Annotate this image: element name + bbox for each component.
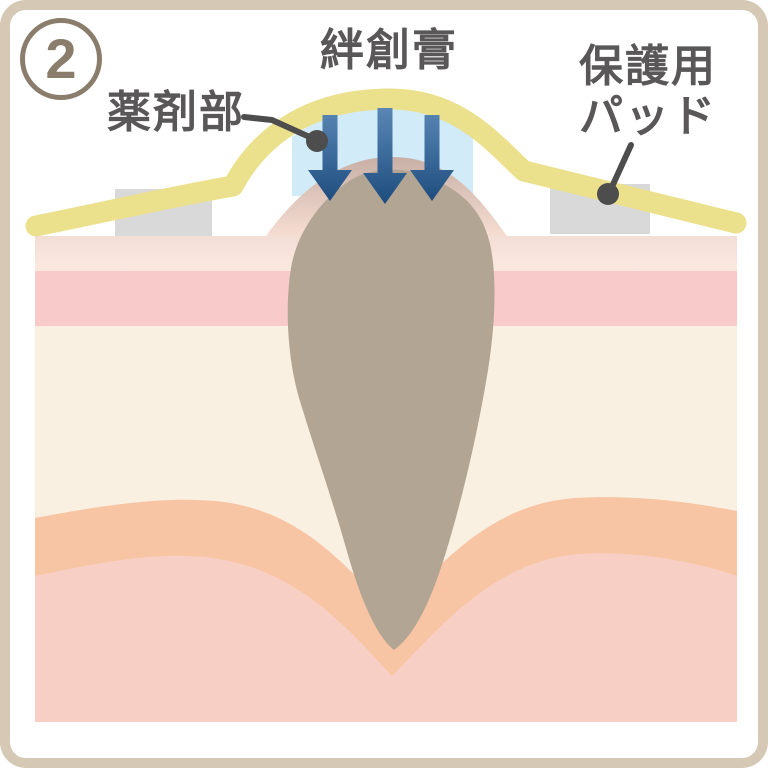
protective-pad-label-line2: パッド [579, 92, 717, 141]
protective-pad-label: 保護用 パッド [570, 42, 726, 142]
step-badge: 2 [20, 18, 102, 100]
pressure-arrow-icon-left [308, 115, 352, 201]
pressure-arrow-icon-right [410, 115, 454, 201]
medicine-leader-dot [306, 130, 328, 152]
skin-layer-deep-wave [35, 553, 737, 722]
medicine-part-label: 薬剤部 [107, 88, 245, 137]
corn-core [287, 169, 495, 650]
bandage-label: 絆創膏 [320, 26, 458, 75]
pad-leader-dot [597, 183, 619, 205]
protective-pad-label-line1: 保護用 [579, 42, 717, 91]
medicine-leader-line [241, 114, 317, 142]
pad-leader-line [608, 142, 634, 192]
step-number: 2 [45, 27, 77, 90]
pressure-arrow-icon-center [363, 108, 407, 204]
